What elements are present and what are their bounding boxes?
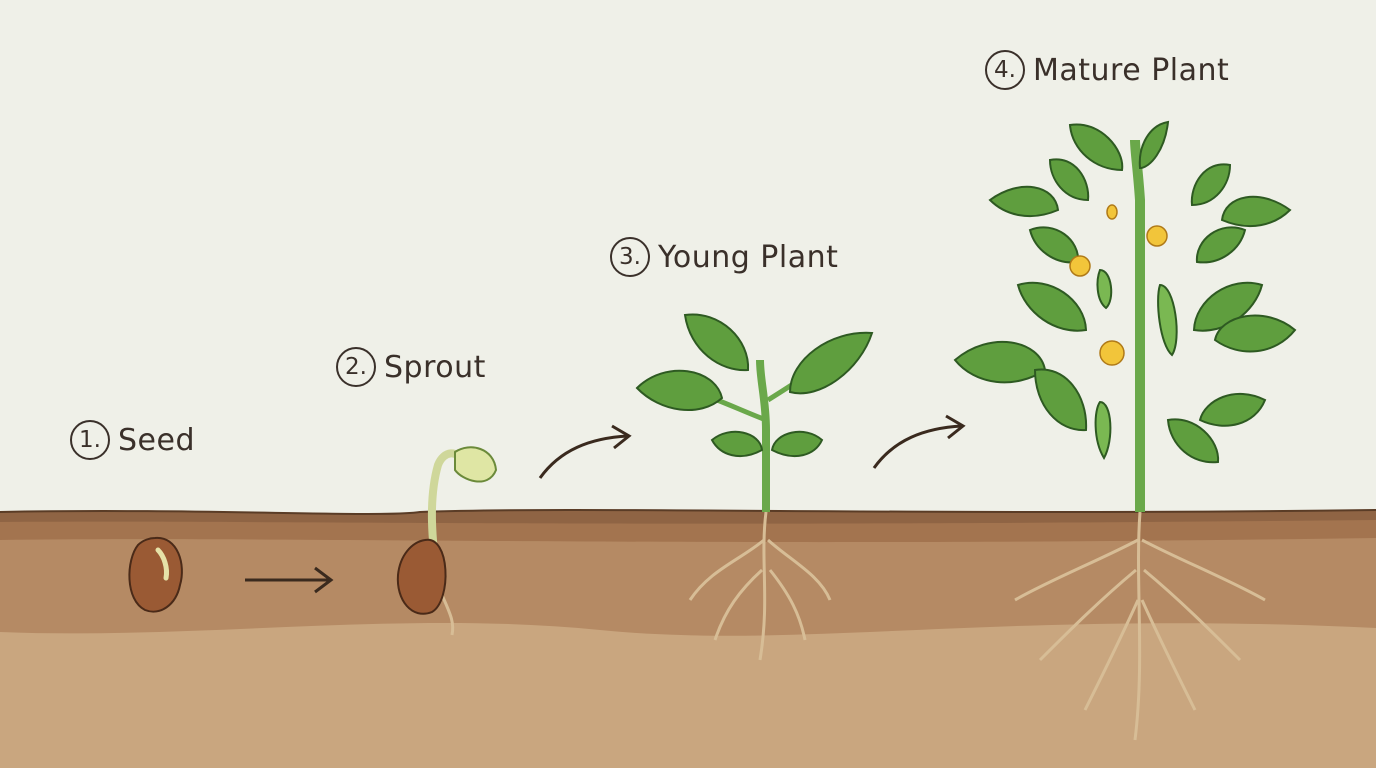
mature-plant-illustration — [953, 120, 1297, 741]
stage-name: Young Plant — [658, 239, 839, 275]
sprout-illustration — [396, 446, 498, 636]
stage-3-label: 3. Young Plant — [610, 237, 838, 277]
stage-4-label: 4. Mature Plant — [985, 50, 1229, 90]
stage-2-label: 2. Sprout — [336, 347, 486, 387]
young-plant-illustration — [635, 313, 874, 661]
stage-number-badge: 1. — [70, 420, 110, 460]
stage-number-badge: 3. — [610, 237, 650, 277]
soil — [0, 509, 1376, 768]
seed-illustration — [128, 536, 183, 613]
arrow-icon — [245, 566, 334, 594]
stage-number-badge: 4. — [985, 50, 1025, 90]
stage-number-badge: 2. — [336, 347, 376, 387]
stage-1-label: 1. Seed — [70, 420, 195, 460]
curved-arrow-icon — [872, 414, 966, 469]
stage-name: Sprout — [384, 349, 486, 385]
stage-name: Seed — [118, 422, 195, 458]
curved-arrow-icon — [538, 424, 632, 479]
stage-name: Mature Plant — [1033, 52, 1230, 88]
